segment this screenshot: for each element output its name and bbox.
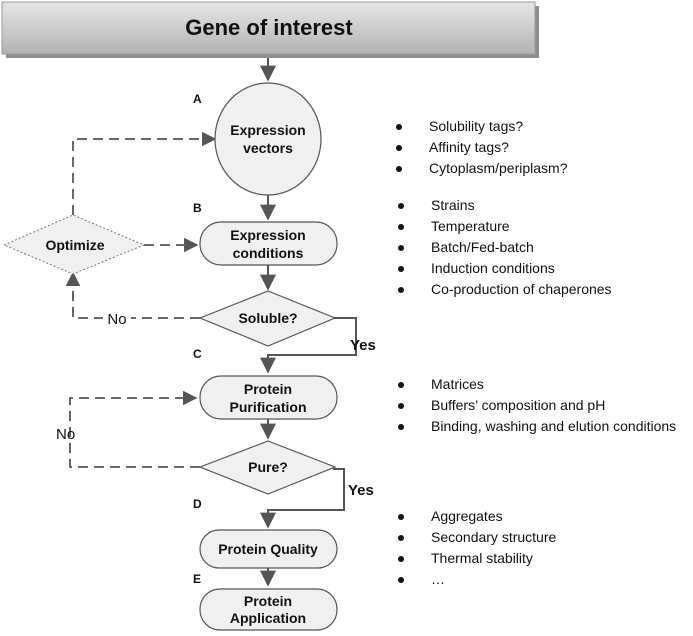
step-letter-b: B bbox=[193, 201, 202, 215]
optimize-label: Optimize bbox=[45, 237, 104, 253]
bullet-item: Strains bbox=[394, 195, 612, 216]
pure-no-label: No bbox=[56, 426, 75, 443]
expression-conditions-line1: Expression bbox=[230, 227, 305, 243]
bullet-item: Solubility tags? bbox=[392, 116, 568, 137]
protein-application-line2: Application bbox=[230, 610, 306, 626]
pure-yes-label: Yes bbox=[348, 482, 374, 499]
protein-purification-node bbox=[199, 375, 338, 420]
feedback-connectors bbox=[65, 131, 217, 468]
bullet-item: Thermal stability bbox=[394, 548, 556, 569]
expression-vectors-line1: Expression bbox=[230, 122, 305, 138]
main-flow-connectors bbox=[260, 58, 357, 587]
bullet-item: Secondary structure bbox=[394, 527, 556, 548]
bullet-item: Cytoplasm/periplasm? bbox=[392, 158, 568, 179]
bullet-item: Temperature bbox=[394, 216, 612, 237]
bullet-item: Matrices bbox=[394, 374, 676, 395]
step-letter-d: D bbox=[193, 497, 202, 511]
pure-decision bbox=[198, 440, 337, 495]
protein-application-node bbox=[199, 588, 338, 631]
step-letter-e: E bbox=[193, 572, 201, 586]
optimize-node bbox=[2, 214, 146, 275]
soluble-label: Soluble? bbox=[238, 310, 297, 326]
soluble-yes-label: Yes bbox=[350, 337, 376, 354]
step-letter-c: C bbox=[193, 347, 202, 361]
expression-vectors-node bbox=[214, 82, 322, 196]
bullets-step-c: Matrices Buffers’ composition and pH Bin… bbox=[394, 374, 676, 437]
protein-application-line1: Protein bbox=[244, 593, 292, 609]
pure-label: Pure? bbox=[248, 459, 288, 475]
title-box bbox=[1, 1, 536, 55]
protein-purification-line2: Purification bbox=[229, 399, 306, 415]
expression-conditions-line2: conditions bbox=[233, 245, 304, 261]
protein-purification-line1: Protein bbox=[244, 381, 292, 397]
bullet-item: Buffers’ composition and pH bbox=[394, 395, 676, 416]
bullet-item: Aggregates bbox=[394, 506, 556, 527]
bullets-step-b: Strains Temperature Batch/Fed-batch Indu… bbox=[394, 195, 612, 300]
title: Gene of interest bbox=[185, 15, 353, 40]
protein-quality-label: Protein Quality bbox=[218, 541, 318, 557]
bullets-step-a: Solubility tags? Affinity tags? Cytoplas… bbox=[392, 116, 568, 179]
bullets-step-d: Aggregates Secondary structure Thermal s… bbox=[394, 506, 556, 590]
bullet-item: Induction conditions bbox=[394, 258, 612, 279]
expression-vectors-line2: vectors bbox=[243, 140, 293, 156]
expression-conditions-node bbox=[199, 221, 338, 266]
soluble-decision bbox=[198, 290, 337, 347]
bullet-item: Batch/Fed-batch bbox=[394, 237, 612, 258]
bullet-item: Co-production of chaperones bbox=[394, 279, 612, 300]
bullet-item: … bbox=[394, 569, 556, 590]
step-letter-a: A bbox=[193, 92, 202, 106]
bullet-item: Binding, washing and elution conditions bbox=[394, 416, 676, 437]
bullet-item: Affinity tags? bbox=[392, 137, 568, 158]
no-label-mask bbox=[103, 308, 131, 328]
protein-quality-node bbox=[199, 529, 338, 569]
soluble-no-label: No bbox=[107, 311, 126, 328]
